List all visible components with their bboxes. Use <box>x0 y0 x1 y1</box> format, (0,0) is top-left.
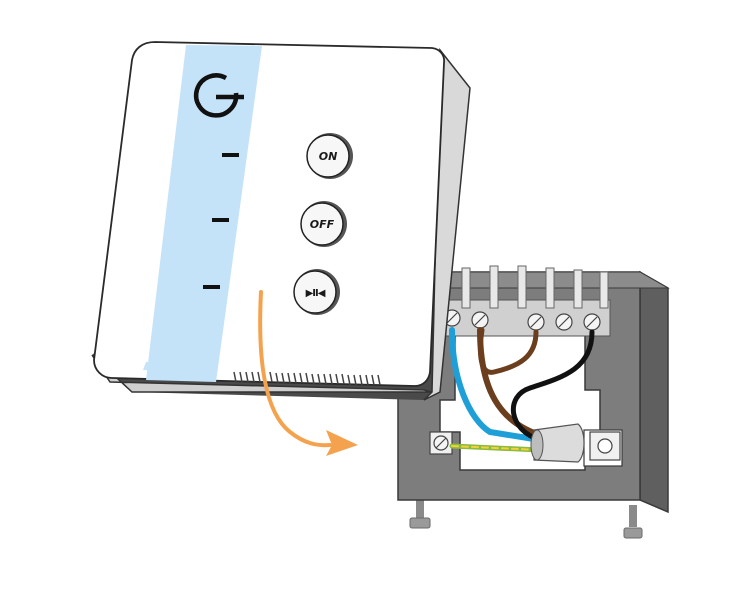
scale-strip <box>146 45 262 382</box>
terminal-screw-3 <box>527 313 545 331</box>
backplate-foot-right <box>623 505 643 539</box>
thermostat-device: ON OFF ▶II◀ <box>91 41 471 401</box>
wall-backplate <box>396 265 670 539</box>
power-ring-icon <box>193 73 244 118</box>
wire-black <box>511 329 595 443</box>
wire-blue <box>449 327 543 443</box>
off-button-label: OFF <box>310 218 335 231</box>
play-pause-icon: ▶II◀ <box>306 288 326 299</box>
curved-arrow-icon <box>258 290 358 456</box>
wire-brown-2 <box>477 327 539 375</box>
mounting-hole <box>589 431 621 461</box>
cable-sleeve <box>530 423 585 463</box>
backplate-foot-left <box>409 500 431 529</box>
scale-marks <box>203 153 239 289</box>
thermostat-front-face <box>93 41 445 387</box>
off-button[interactable]: OFF <box>300 201 347 247</box>
vent-grille <box>233 371 381 386</box>
wire-earth-yellow <box>451 445 541 451</box>
wires <box>449 327 595 453</box>
terminal-block <box>439 265 611 337</box>
earth-screw <box>429 431 453 455</box>
on-button-label: ON <box>319 150 338 163</box>
terminal-screw-4 <box>555 313 573 331</box>
on-button[interactable]: ON <box>306 133 353 179</box>
terminal-screw-5 <box>583 313 601 331</box>
terminal-screw-2 <box>471 311 489 329</box>
play-pause-button[interactable]: ▶II◀ <box>293 269 340 315</box>
